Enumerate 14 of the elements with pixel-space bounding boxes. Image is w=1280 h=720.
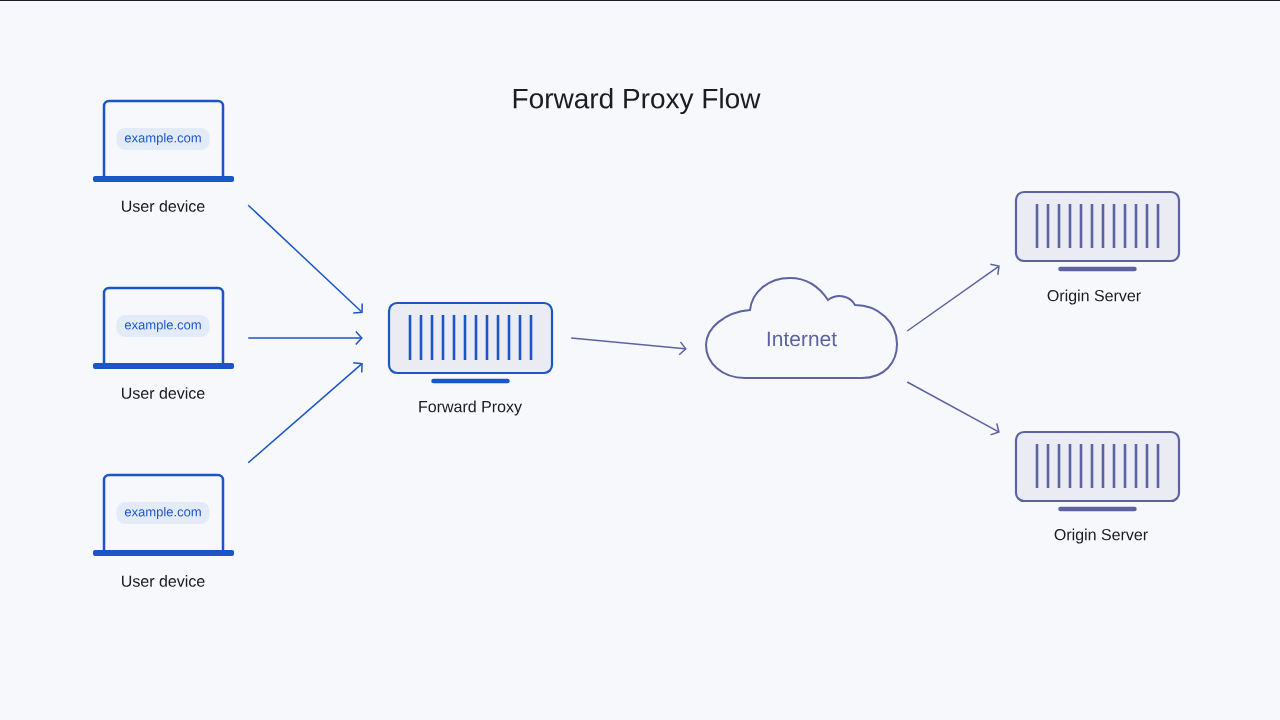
device-label: User device [122,387,205,399]
arrow [247,204,363,314]
arrow [247,330,363,346]
arrow [570,337,687,356]
cloud: Internet [705,277,898,379]
device-label: Origin Server [1054,528,1148,544]
device-label: Origin Server [1047,289,1141,305]
device-label: User device [122,575,205,587]
device-label: User device [122,200,205,212]
arrow [906,381,1000,436]
arrow [906,263,1000,332]
arrow [247,361,363,464]
title: Forward Proxy Flow [513,87,761,115]
device-label: Forward Proxy [419,400,522,416]
